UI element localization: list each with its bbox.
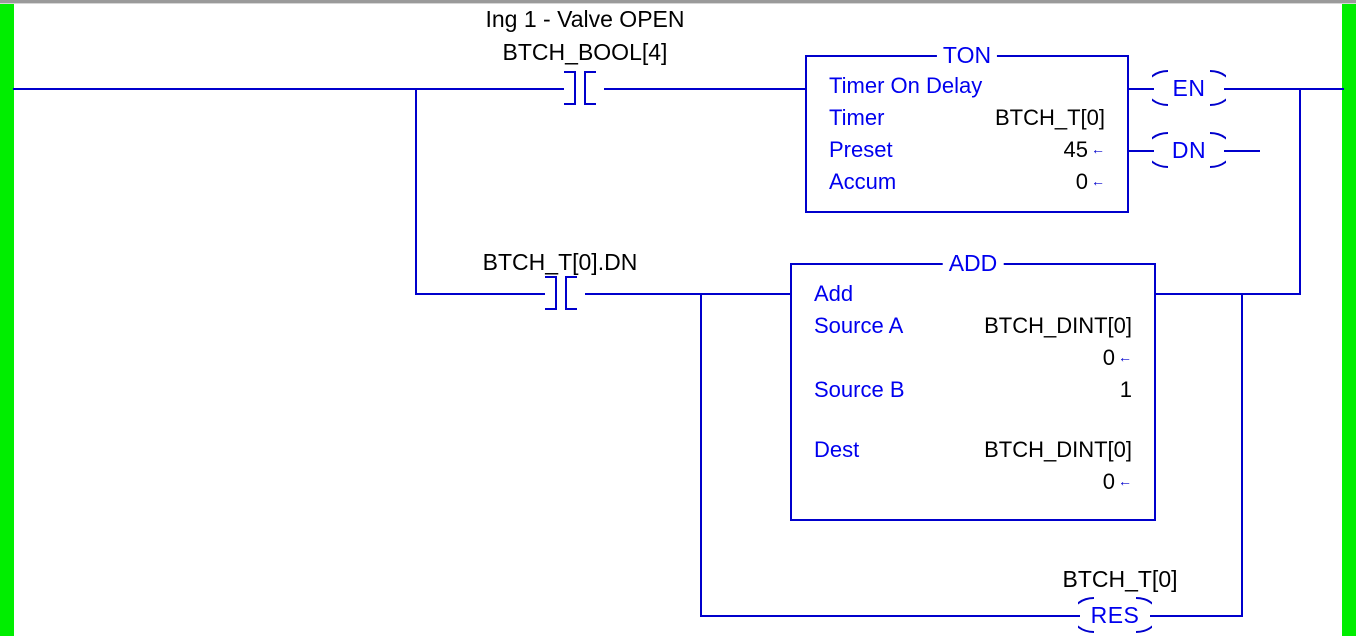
add-dest-value-row: 0← <box>792 469 1154 501</box>
ton-accum-label: Accum <box>829 169 897 194</box>
add-operand-source-b[interactable]: Source B 1 <box>792 377 1154 409</box>
ton-accum-value: 0 <box>1075 169 1088 194</box>
contact-bar-right <box>565 276 567 310</box>
add-description: Add <box>814 281 854 306</box>
wire-ton-to-dn-coil <box>1127 150 1154 152</box>
add-source-a-value: 0 <box>1102 345 1115 370</box>
contact-btch-t0-dn[interactable] <box>541 276 581 310</box>
branch3-wire-left <box>700 615 1080 617</box>
ton-timer-label: Timer <box>829 105 885 130</box>
coil-res[interactable]: RES <box>1078 595 1152 635</box>
branch2-wire-contact-to-add <box>585 293 792 295</box>
contact-stub-left-bottom <box>545 308 556 310</box>
branch3-vertical-left <box>700 293 702 615</box>
coil-tag-branch3: BTCH_T[0] <box>1062 566 1178 592</box>
ton-timer-value: BTCH_T[0] <box>994 105 1105 130</box>
ton-preset-arrow-icon: ← <box>1091 141 1105 157</box>
add-dest-label: Dest <box>814 437 860 462</box>
add-source-b-value: 1 <box>1119 377 1132 402</box>
contact-stub-right-top <box>566 276 577 278</box>
coil-dn-label: DN <box>1171 136 1207 163</box>
ton-mnemonic: TON <box>936 42 998 68</box>
add-description-row: Add <box>792 281 1154 313</box>
coil-dn[interactable]: DN <box>1152 130 1226 170</box>
right-power-rail <box>1342 4 1356 636</box>
branch3-vertical-right <box>1241 293 1243 615</box>
contact-stub-right-bottom <box>566 308 577 310</box>
wire-ton-to-en-coil <box>1127 88 1154 90</box>
add-source-b-label: Source B <box>814 377 905 402</box>
add-operand-dest[interactable]: Dest BTCH_DINT[0] <box>792 437 1154 469</box>
add-dest-value: 0 <box>1102 469 1115 494</box>
contact-stub-right-top <box>585 71 596 73</box>
instruction-block-ton[interactable]: TON Timer On Delay Timer BTCH_T[0] Prese… <box>805 42 1129 213</box>
rung-comment-branch1: Ing 1 - Valve OPEN <box>485 6 685 32</box>
ton-operand-accum[interactable]: Accum 0← <box>807 169 1127 201</box>
coil-res-shape <box>1078 597 1152 633</box>
instruction-block-add[interactable]: ADD Add Source A BTCH_DINT[0] 0← Source … <box>790 250 1156 521</box>
coil-en-label: EN <box>1172 74 1206 101</box>
wire-dn-coil-stub <box>1224 150 1260 152</box>
add-dest-arrow-icon: ← <box>1118 473 1132 489</box>
rung-wire-contact-to-ton <box>604 88 807 90</box>
add-source-a-arrow-icon: ← <box>1118 349 1132 365</box>
add-row-spacer <box>792 409 1154 437</box>
ton-preset-value-wrap: 45← <box>1064 137 1105 163</box>
contact-stub-left-bottom <box>564 103 575 105</box>
add-source-a-operand: BTCH_DINT[0] <box>984 313 1132 338</box>
contact-btch-bool-4[interactable] <box>560 71 600 105</box>
coil-dn-shape <box>1152 132 1226 168</box>
contact-bar-left <box>574 71 576 105</box>
coil-en[interactable]: EN <box>1152 68 1226 108</box>
branch-vertical-left <box>415 88 417 295</box>
branch2-wire-add-to-right <box>1154 293 1301 295</box>
window-top-highlight <box>0 3 1356 4</box>
ton-operand-preset[interactable]: Preset 45← <box>807 137 1127 169</box>
add-operand-source-a[interactable]: Source A BTCH_DINT[0] <box>792 313 1154 345</box>
ton-accum-value-wrap: 0← <box>1076 169 1105 195</box>
contact-tag-branch2: BTCH_T[0].DN <box>482 249 638 275</box>
branch-vertical-right <box>1299 88 1301 295</box>
contact-bar-left <box>555 276 557 310</box>
rung-wire-left-to-contact <box>13 88 564 90</box>
coil-en-shape <box>1152 70 1226 106</box>
contact-bar-right <box>584 71 586 105</box>
contact-stub-left-top <box>545 276 556 278</box>
ton-description-row: Timer On Delay <box>807 73 1127 105</box>
branch3-wire-right <box>1150 615 1243 617</box>
add-dest-operand: BTCH_DINT[0] <box>984 437 1132 462</box>
left-power-rail <box>0 4 14 636</box>
contact-tag-branch1: BTCH_BOOL[4] <box>502 39 668 65</box>
contact-stub-right-bottom <box>585 103 596 105</box>
branch2-wire-left <box>415 293 545 295</box>
window-top-border <box>0 0 1356 3</box>
ton-body: Timer On Delay Timer BTCH_T[0] Preset 45… <box>807 57 1127 201</box>
ton-description: Timer On Delay <box>829 73 983 98</box>
contact-stub-left-top <box>564 71 575 73</box>
ton-preset-label: Preset <box>829 137 893 162</box>
add-mnemonic: ADD <box>942 250 1004 276</box>
coil-res-label: RES <box>1090 601 1140 628</box>
ton-preset-value: 45 <box>1063 137 1088 162</box>
ton-accum-arrow-icon: ← <box>1091 173 1105 189</box>
add-body: Add Source A BTCH_DINT[0] 0← Source B 1 … <box>792 265 1154 501</box>
ton-operand-timer[interactable]: Timer BTCH_T[0] <box>807 105 1127 137</box>
wire-en-coil-to-right-rail <box>1224 88 1344 90</box>
add-source-a-label: Source A <box>814 313 904 338</box>
add-source-a-value-row: 0← <box>792 345 1154 377</box>
